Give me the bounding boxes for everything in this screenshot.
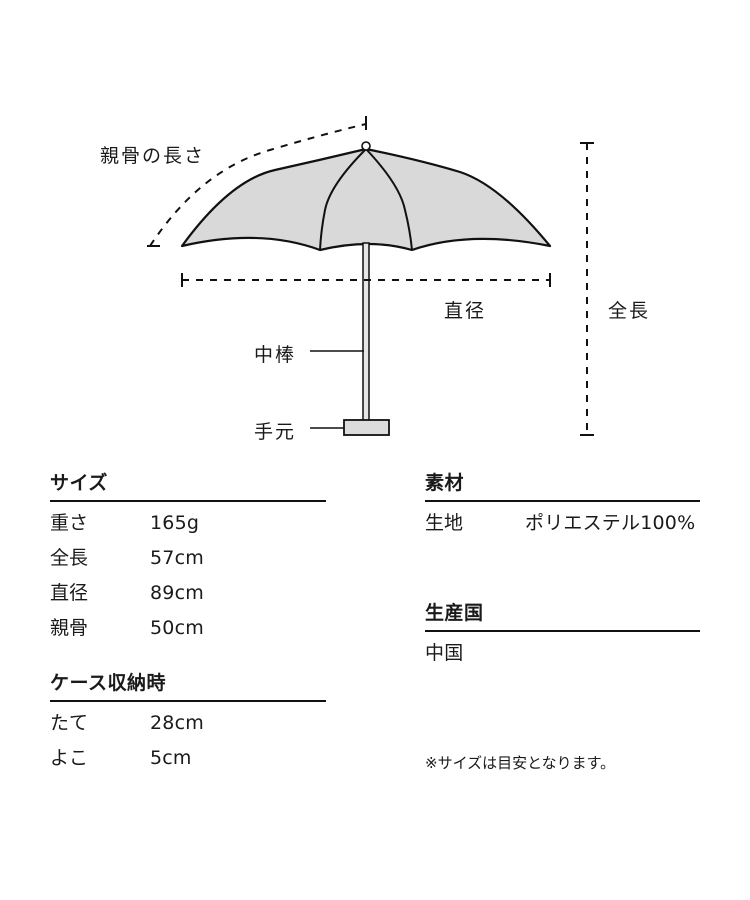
spec-value: ポリエステル100% xyxy=(525,512,696,534)
spec-row-weight: 重さ 165g xyxy=(50,508,326,543)
material-section-title: 素材 xyxy=(425,472,465,494)
spec-value: 50cm xyxy=(150,617,204,639)
spec-label: 直径 xyxy=(50,582,89,604)
spec-value: 165g xyxy=(150,512,200,534)
umbrella-diagram: 親骨の長さ 直径 全長 中棒 手元 xyxy=(100,116,651,443)
case-section-divider xyxy=(50,700,326,702)
spec-row-diameter: 直径 89cm xyxy=(50,578,326,613)
origin-row: 中国 xyxy=(425,638,700,673)
spec-value: 57cm xyxy=(150,547,204,569)
spec-row-total-length: 全長 57cm xyxy=(50,543,326,578)
spec-row-height: たて 28cm xyxy=(50,708,326,743)
size-section-divider xyxy=(50,500,326,502)
material-section: 素材 生地 ポリエステル100% xyxy=(425,470,700,543)
diameter-label: 直径 xyxy=(444,300,487,322)
origin-value: 中国 xyxy=(425,642,464,664)
rib-length-label: 親骨の長さ xyxy=(100,145,206,167)
spec-value: 5cm xyxy=(150,747,192,769)
spec-row-rib: 親骨 50cm xyxy=(50,613,326,648)
spec-label: たて xyxy=(50,712,89,734)
spec-label: 生地 xyxy=(425,512,464,534)
spec-label: よこ xyxy=(50,747,89,769)
size-section: サイズ 重さ 165g 全長 57cm 直径 89cm 親骨 50cm xyxy=(50,470,326,648)
total-length-label: 全長 xyxy=(608,300,651,322)
size-disclaimer-note: ※サイズは目安となります。 xyxy=(425,754,616,772)
case-section-title: ケース収納時 xyxy=(50,672,167,694)
shaft-label: 中棒 xyxy=(254,344,297,366)
spec-row-fabric: 生地 ポリエステル100% xyxy=(425,508,700,543)
origin-section-divider xyxy=(425,630,700,632)
umbrella-illustration xyxy=(147,116,594,436)
handle-label: 手元 xyxy=(254,421,297,443)
spec-label: 親骨 xyxy=(50,617,89,639)
case-section: ケース収納時 たて 28cm よこ 5cm xyxy=(50,670,326,778)
spec-row-width: よこ 5cm xyxy=(50,743,326,778)
spec-value: 89cm xyxy=(150,582,204,604)
size-section-title: サイズ xyxy=(50,472,108,494)
material-section-divider xyxy=(425,500,700,502)
origin-section-title: 生産国 xyxy=(425,602,484,624)
spec-label: 全長 xyxy=(50,547,89,569)
spec-label: 重さ xyxy=(50,512,89,534)
spec-value: 28cm xyxy=(150,712,204,734)
origin-section: 生産国 中国 xyxy=(425,600,700,673)
